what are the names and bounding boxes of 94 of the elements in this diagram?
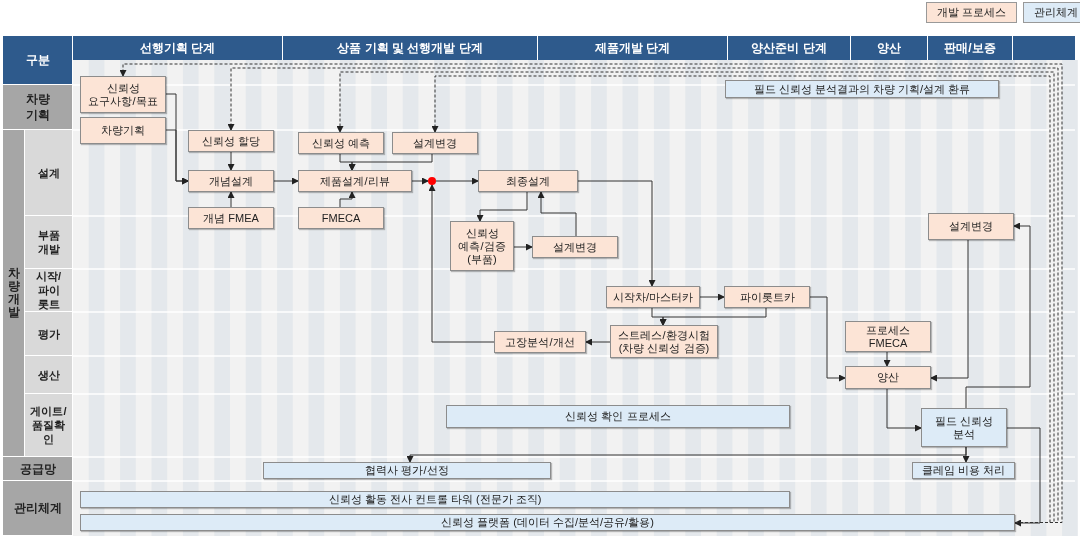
box-label: 파이롯트카: [738, 290, 796, 304]
connector-arrow: [476, 191, 528, 222]
process-box: [912, 462, 1015, 479]
connector-arrow: [273, 177, 299, 185]
process-box: [188, 170, 274, 192]
process-box: [392, 132, 478, 154]
header-text: 양산: [877, 40, 901, 57]
process-box: [80, 514, 1015, 531]
box-label: 신뢰성 확인 프로세스: [564, 410, 672, 423]
process-box: [532, 236, 618, 258]
connector-arrow: [886, 388, 922, 432]
connector-arrow: [1006, 427, 1041, 527]
connector-arrow: [585, 338, 611, 346]
header-text: 선행기획 단계: [139, 40, 216, 57]
box-label: 스트레스/환경시험 (차량 신뢰성 검증): [617, 328, 711, 355]
box-label: 신뢰성 활동 전사 컨트롤 타워 (전문가 조직): [327, 493, 543, 506]
process-box: [450, 221, 514, 271]
connector-arrow: [435, 177, 479, 185]
process-box: [921, 408, 1007, 447]
process-box: [725, 80, 999, 98]
box-label: 설계변경: [412, 136, 458, 150]
box-label: 설계변경: [948, 220, 994, 233]
process-box: [263, 462, 551, 479]
legend-label: 개발 프로세스: [937, 5, 1007, 21]
connector-arrow: [227, 151, 235, 171]
process-box: [188, 207, 274, 229]
box-label: 신뢰성 플랫폼 (데이터 수집/분석/공유/활용): [440, 516, 655, 529]
header-text: 양산준비 단계: [751, 40, 827, 57]
connector-arrow: [165, 129, 189, 185]
header-text: 관리체계: [13, 500, 62, 516]
process-box: [928, 213, 1014, 240]
connector-arrow: [537, 191, 577, 237]
box-label: 개념 FMEA: [202, 211, 260, 225]
box-label: 차량기획: [100, 124, 146, 137]
box-label: FMECA: [320, 211, 362, 225]
header-text: 공급망: [19, 460, 56, 477]
box-label: 협력사 평가/선정: [364, 464, 450, 477]
box-label: 프로세스 FMECA: [865, 323, 911, 350]
process-box: [606, 286, 700, 308]
connector-arrow: [883, 351, 891, 367]
connector-arrow: [411, 177, 429, 185]
connector-arrow: [577, 180, 656, 287]
connector-arrow: [930, 239, 969, 382]
box-label: 필드 신뢰성 분석: [933, 414, 995, 441]
box-label: 제품설계/리뷰: [319, 174, 391, 188]
connector-arrow: [406, 446, 967, 463]
process-box: [298, 170, 412, 192]
connector-arrow: [659, 307, 767, 326]
process-box: [298, 207, 384, 229]
process-box: [724, 286, 810, 308]
connector-arrow: [339, 191, 356, 208]
box-label: 필드 신뢰성 분석결과의 차량 기획/설계 환류: [752, 82, 972, 96]
header-text: 판매/보증: [944, 40, 996, 57]
box-label: 신뢰성 할당: [200, 134, 262, 148]
header-text: 설계: [37, 165, 60, 180]
box-label: 양산: [876, 371, 900, 384]
box-label: 설계변경: [552, 240, 598, 254]
header-text: 게이트/ 품질확 인: [30, 404, 67, 446]
process-box: [80, 117, 166, 144]
process-box: [845, 321, 931, 352]
connector-arrow: [428, 184, 495, 343]
box-label: 최종설계: [505, 174, 551, 188]
header-text: 제품개발 단계: [594, 40, 671, 57]
box-label: 신뢰성 예측: [310, 136, 372, 150]
header-text: 시작/ 파이 롯트: [35, 269, 62, 311]
connector-arrow: [348, 153, 433, 171]
header-text: 생산: [37, 367, 60, 382]
header-text: 평가: [37, 326, 60, 341]
box-label: 고장분석/개선: [504, 335, 576, 349]
process-box: [80, 76, 166, 113]
header-text: 차량개발: [7, 266, 20, 320]
process-box: [298, 132, 384, 154]
process-box: [446, 405, 790, 428]
connector-arrow: [227, 191, 235, 208]
header-text: 부품 개발: [37, 228, 60, 256]
header-text: 구분: [25, 52, 50, 69]
connector-arrow: [699, 293, 725, 301]
box-label: 클레임 비용 처리: [920, 464, 1007, 477]
connector-arrow: [513, 243, 533, 251]
connector-arrow: [965, 222, 1031, 409]
process-box: [845, 366, 931, 389]
box-label: 개념설계: [208, 174, 254, 188]
box-label: 신뢰성 요구사항/목표: [87, 81, 159, 108]
process-box: [610, 325, 718, 358]
process-box: [494, 331, 586, 353]
legend-label: 관리체계: [1034, 5, 1079, 21]
box-label: 시작차/마스터카: [611, 290, 695, 304]
connector-arrow: [809, 296, 846, 382]
header-text: 차량 기획: [25, 91, 50, 123]
box-label: 신뢰성 예측/검증 (부품): [457, 226, 507, 266]
process-box: [478, 170, 578, 192]
process-box: [188, 130, 274, 152]
header-text: 상품 기획 및 선행개발 단계: [337, 40, 483, 57]
process-box: [80, 491, 790, 508]
